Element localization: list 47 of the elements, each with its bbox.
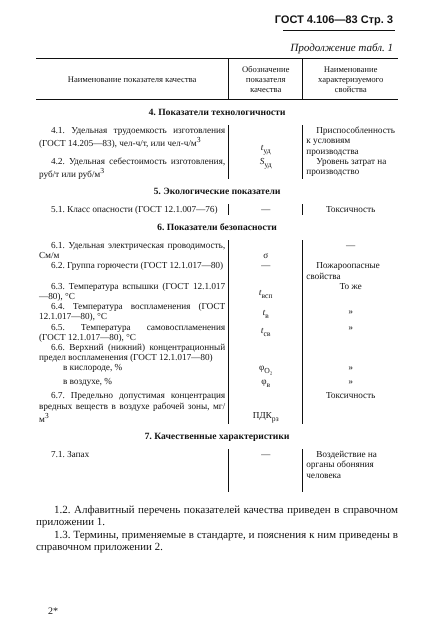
table-cell: 6.5. Температура самовоспламенения (ГОСТ 12.1.017—80), °С: [39, 322, 226, 342]
table-cell: 4.2. Удельная себестоимость изготовления, руб/т или руб/м$^{3}$: [39, 156, 226, 180]
table-cell: 6.7. Предельно допустимая концентрация вредных веществ в воздухе рабочей зоны, мг/м$^{3}$: [39, 390, 226, 424]
table-cell: Приспособленность к условиям производства: [306, 125, 395, 156]
paragraph: 1.3. Термины, применяемые в стандарте, и пояснения к ним приведены в справочном приложении 2.: [36, 529, 398, 553]
table-cell-text: Пожароопасные свойства: [306, 260, 381, 281]
table-cell-text: 7.1. Запах: [50, 449, 90, 460]
section-heading: 5. Экологические показатели: [154, 186, 280, 198]
table-cell-text: Токсичность: [324, 204, 376, 215]
table-cell: ПДК$_{рз}$: [252, 410, 279, 420]
section-heading: 4. Показатели технологичности: [148, 107, 286, 118]
table-cell-text: в кислороде, %: [62, 362, 124, 373]
table-cell: —: [261, 449, 270, 460]
table-cell-text: Уровень затрат на производство: [306, 156, 388, 176]
column-header: Наименование показателя качества: [36, 58, 229, 100]
table-cell: 6.4. Температура воспламенения (ГОСТ 12.1.017—80), °С: [39, 301, 226, 322]
table-cell: t$_{св}$: [260, 324, 270, 335]
table-caption: Продолжение табл. 1: [290, 42, 393, 54]
table-cell: 4.1. Удельная трудоемкость изготовления (ГОСТ 14.205—83), чел-ч/т, или чел-ч/м$^{3}$: [39, 125, 226, 149]
section-heading: 7. Качественные характеристики: [144, 431, 290, 442]
table-cell: 6.6. Верхний (нижний) концентрационный предел воспламенения (ГОСТ 12.1.017—80): [39, 342, 226, 362]
section-heading: 6. Показатели безопасности: [157, 222, 277, 233]
page-header: ГОСТ 4.106—83 Стр. 3: [274, 14, 393, 26]
table-cell-text: »: [347, 376, 354, 387]
table-cell-text: »: [347, 306, 354, 316]
table-cell-text: 6.2. Группа горючести (ГОСТ 12.1.017—80): [50, 260, 224, 270]
table-cell: —: [261, 260, 270, 270]
table-cell-text: Токсичность: [324, 390, 376, 401]
table-cell: φ$_{O₂}$: [258, 362, 272, 372]
table-cell: t$_{в}$: [262, 307, 269, 318]
column-header: Обозначение показателя качества: [228, 58, 303, 100]
table-cell: —: [261, 204, 270, 214]
column-header: Наименование характеризуемого свойства: [302, 58, 398, 100]
table-cell-text: То же: [338, 280, 363, 291]
page-number: 2*: [48, 606, 58, 617]
table-cell-text: —: [345, 240, 356, 250]
table-cell: 6.3. Температура вспышки (ГОСТ 12.1.017—80), °С: [39, 280, 226, 302]
table-cell: σ: [263, 250, 268, 260]
table-cell-text: Воздействие на органы обоняния человека: [306, 449, 378, 480]
table-cell: 6.1. Удельная электрическая проводимость, См/м: [39, 240, 226, 260]
paragraph: 1.2. Алфавитный перечень показателей качества приведен в справочном приложении 1.: [36, 504, 398, 528]
table-cell-text: в воздухе, %: [62, 376, 113, 387]
table-cell: t$_{всп}$: [258, 287, 273, 298]
table-cell-text: 5.1. Класс опасности (ГОСТ 12.1.007—76): [50, 204, 219, 215]
table-cell: φ$_{в}$: [261, 376, 270, 386]
table-cell-text: »: [347, 362, 354, 373]
table-cell-text: »: [347, 322, 354, 332]
